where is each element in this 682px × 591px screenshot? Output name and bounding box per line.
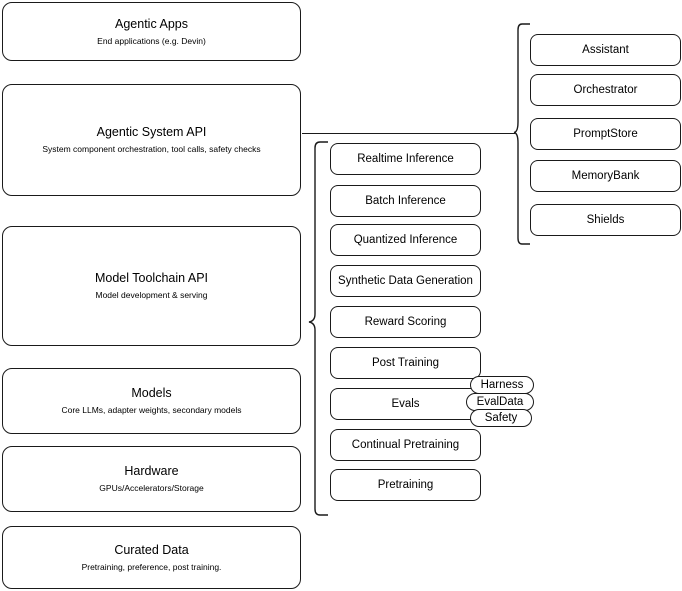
layer-hardware[interactable]: Hardware GPUs/Accelerators/Storage bbox=[2, 446, 301, 512]
component-label: Realtime Inference bbox=[357, 153, 454, 165]
layer-model-toolchain-api[interactable]: Model Toolchain API Model development & … bbox=[2, 226, 301, 346]
component-synthetic-data-generation[interactable]: Synthetic Data Generation bbox=[330, 265, 481, 297]
evals-badge-label: EvalData bbox=[476, 396, 524, 408]
component-label: MemoryBank bbox=[571, 170, 640, 182]
layer-subtitle: Core LLMs, adapter weights, secondary mo… bbox=[61, 405, 242, 416]
system-components-brace bbox=[513, 23, 530, 245]
layer-agentic-apps[interactable]: Agentic Apps End applications (e.g. Devi… bbox=[2, 2, 301, 61]
toolchain-components-brace bbox=[308, 141, 328, 516]
component-memorybank[interactable]: MemoryBank bbox=[530, 160, 681, 192]
component-label: Batch Inference bbox=[365, 195, 446, 207]
layer-subtitle: End applications (e.g. Devin) bbox=[97, 35, 206, 46]
layer-models[interactable]: Models Core LLMs, adapter weights, secon… bbox=[2, 368, 301, 434]
component-label: Post Training bbox=[371, 357, 440, 369]
component-promptstore[interactable]: PromptStore bbox=[530, 118, 681, 150]
component-pretraining[interactable]: Pretraining bbox=[330, 469, 481, 501]
component-label: Reward Scoring bbox=[364, 316, 447, 328]
evals-badge-evaldata[interactable]: EvalData bbox=[466, 393, 534, 411]
layer-subtitle: GPUs/Accelerators/Storage bbox=[99, 483, 204, 494]
system-api-connector-line bbox=[302, 132, 515, 134]
component-label: Synthetic Data Generation bbox=[338, 275, 473, 287]
layer-title: Model Toolchain API bbox=[94, 271, 209, 286]
component-continual-pretraining[interactable]: Continual Pretraining bbox=[330, 429, 481, 461]
layer-title: Agentic System API bbox=[96, 125, 207, 140]
component-reward-scoring[interactable]: Reward Scoring bbox=[330, 306, 481, 338]
component-assistant[interactable]: Assistant bbox=[530, 34, 681, 66]
layer-subtitle: Model development & serving bbox=[95, 290, 208, 301]
component-batch-inference[interactable]: Batch Inference bbox=[330, 185, 481, 217]
component-post-training[interactable]: Post Training bbox=[330, 347, 481, 379]
evals-badge-label: Harness bbox=[480, 379, 524, 391]
component-orchestrator[interactable]: Orchestrator bbox=[530, 74, 681, 106]
component-evals[interactable]: Evals bbox=[330, 388, 481, 420]
component-label: Pretraining bbox=[377, 479, 434, 491]
component-realtime-inference[interactable]: Realtime Inference bbox=[330, 143, 481, 175]
component-label: Orchestrator bbox=[573, 84, 638, 96]
component-shields[interactable]: Shields bbox=[530, 204, 681, 236]
component-label: PromptStore bbox=[573, 128, 638, 140]
evals-badge-harness[interactable]: Harness bbox=[470, 376, 534, 394]
layer-title: Agentic Apps bbox=[115, 16, 188, 31]
evals-badge-safety[interactable]: Safety bbox=[470, 409, 532, 427]
layer-subtitle: System component orchestration, tool cal… bbox=[42, 144, 261, 155]
layer-title: Models bbox=[131, 386, 172, 401]
component-label: Evals bbox=[391, 398, 420, 410]
layer-title: Curated Data bbox=[114, 542, 189, 557]
evals-badge-label: Safety bbox=[484, 412, 518, 424]
component-label: Assistant bbox=[582, 44, 629, 56]
component-quantized-inference[interactable]: Quantized Inference bbox=[330, 224, 481, 256]
layer-curated-data[interactable]: Curated Data Pretraining, preference, po… bbox=[2, 526, 301, 589]
component-label: Continual Pretraining bbox=[351, 439, 460, 451]
layer-agentic-system-api[interactable]: Agentic System API System component orch… bbox=[2, 84, 301, 196]
component-label: Shields bbox=[586, 214, 625, 226]
component-label: Quantized Inference bbox=[353, 234, 458, 246]
layer-subtitle: Pretraining, preference, post training. bbox=[81, 561, 222, 572]
layer-title: Hardware bbox=[124, 464, 179, 479]
